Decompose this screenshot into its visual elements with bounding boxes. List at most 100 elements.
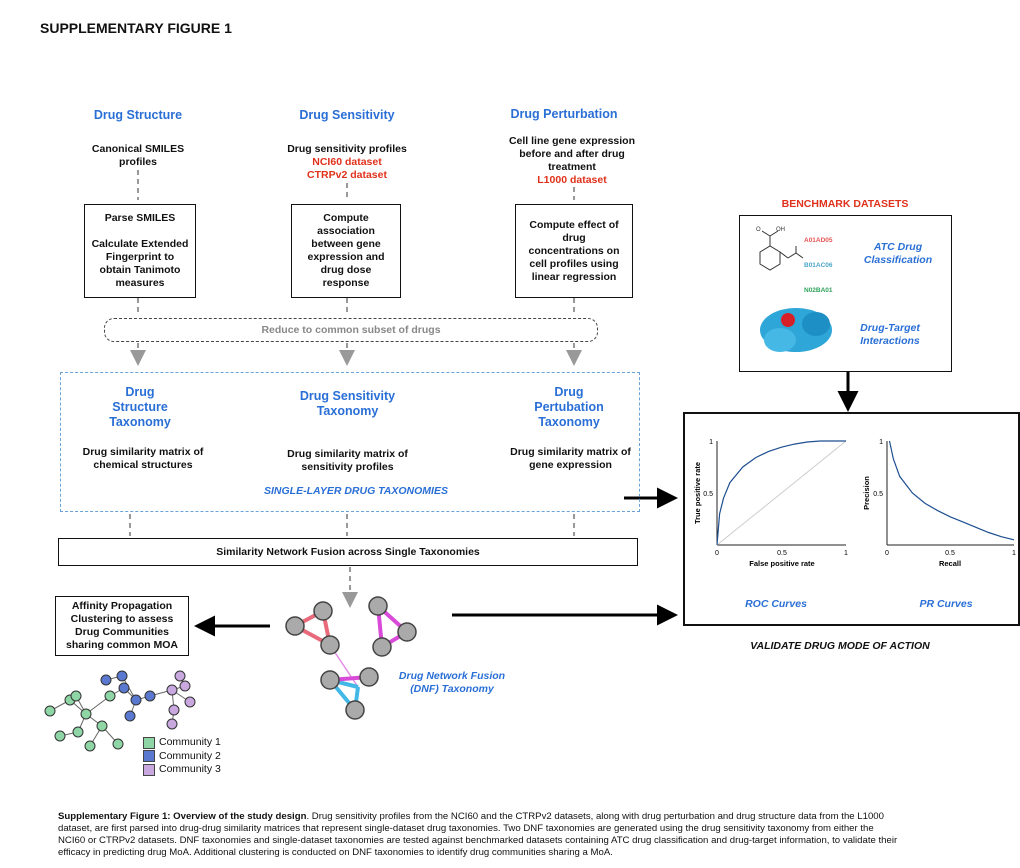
pr-chart: 1 0.5 0 0.5 1 Recall Precision PR Curves: [862, 439, 1016, 610]
taxonomy-title-line: Taxonomy: [316, 404, 379, 418]
taxonomy-desc-line: gene expression: [529, 459, 612, 471]
taxonomy-desc-line: Drug similarity matrix of: [510, 446, 631, 458]
network-node: [372, 637, 392, 657]
caption-line: efficacy in predicting drug MoA. Additio…: [58, 847, 613, 858]
source-line: profiles: [119, 156, 157, 168]
step-line: response: [322, 277, 370, 289]
taxonomy-title-line: Drug: [125, 385, 155, 399]
legend-item-community-3: Community 3: [143, 763, 221, 777]
protein-structure-image: [760, 308, 832, 352]
taxonomy-desc-perturbation: Drug similarity matrix of gene expressio…: [498, 446, 643, 472]
benchmark-box: O OH A01AD05 B01AC06 N02BA01 ATC Drug Cl…: [739, 215, 952, 372]
legend-swatch: [143, 763, 155, 776]
taxonomy-title-structure: Drug Structure Taxonomy: [90, 385, 190, 430]
validate-label: VALIDATE DRUG MODE OF ACTION: [750, 640, 930, 652]
dnf-label-line: (DNF) Taxonomy: [410, 683, 494, 695]
affinity-propagation-box: Affinity Propagation Clustering to asses…: [55, 596, 189, 656]
atc-code: N02BA01: [804, 287, 833, 294]
pr-y-tick: 1: [879, 439, 883, 446]
step-line: Fingerprint to: [105, 251, 175, 263]
taxonomy-desc-line: sensitivity profiles: [301, 461, 394, 473]
roc-y-tick: 0.5: [703, 491, 713, 498]
affinity-line: sharing common MOA: [65, 639, 178, 651]
step-line: Calculate Extended: [91, 238, 189, 250]
pr-x-label: Recall: [939, 559, 961, 568]
aspirin-molecule: O OH: [756, 227, 804, 271]
roc-x-tick: 1: [844, 550, 848, 557]
community-2-node: [144, 690, 156, 702]
atc-code: B01AC06: [804, 262, 833, 269]
validation-charts: 1 0.5 0 0.5 1 False positive rate True p…: [693, 439, 1016, 610]
caption-lead: Supplementary Figure 1: Overview of the …: [58, 811, 307, 822]
molecule-bond: [795, 252, 804, 259]
network-node: [345, 700, 365, 720]
dnf-label-line: Drug Network Fusion: [398, 670, 506, 682]
benchmark-title: BENCHMARK DATASETS: [781, 198, 909, 210]
taxonomy-title-perturbation: Drug Pertubation Taxonomy: [514, 385, 624, 430]
community-2-node: [118, 682, 130, 694]
source-perturbation: Cell line gene expression before and aft…: [492, 135, 652, 187]
figure-title: SUPPLEMENTARY FIGURE 1: [40, 20, 232, 36]
pr-y-label: Precision: [862, 476, 871, 510]
legend-item-community-2: Community 2: [143, 750, 221, 764]
taxonomy-desc-line: chemical structures: [93, 459, 193, 471]
step-line: Compute effect of: [529, 218, 619, 231]
network-node: [285, 616, 305, 636]
dataset-ctrpv2: CTRPv2 dataset: [307, 169, 387, 181]
taxonomy-title-line: Drug Sensitivity: [299, 389, 396, 403]
network-node: [368, 596, 388, 616]
drug-ligand: [781, 313, 795, 327]
network-node: [320, 635, 340, 655]
legend-label: Community 2: [159, 749, 221, 762]
source-structure: Canonical SMILES profiles: [68, 143, 208, 169]
community-network-graph: [44, 670, 196, 752]
community-3-node: [168, 704, 180, 716]
pr-x-tick: 1: [1012, 550, 1016, 557]
molecule-bond: [769, 230, 779, 237]
legend-label: Community 1: [159, 736, 221, 748]
dataset-l1000: L1000 dataset: [537, 174, 607, 186]
step-line: Parse SMILES: [104, 212, 176, 224]
taxonomy-desc-sensitivity: Drug similarity matrix of sensitivity pr…: [275, 448, 420, 474]
atc-classification-label: ATC Drug Classification: [858, 241, 938, 267]
community-1-node: [112, 738, 124, 750]
atc-code: A01AD05: [804, 237, 833, 244]
dataset-nci60: NCI60 dataset: [312, 156, 382, 168]
caption-line: dataset, are first parsed into drug-drug…: [58, 823, 874, 834]
taxonomy-title-line: Drug: [554, 385, 584, 399]
molecule-bond: [779, 251, 789, 259]
atc-label-line: Classification: [863, 254, 933, 266]
step-line: drug dose: [320, 264, 372, 276]
network-edge: [375, 601, 411, 651]
community-legend: Community 1 Community 2 Community 3: [143, 736, 221, 777]
source-line: Cell line gene expression: [508, 135, 636, 147]
step-line: association: [317, 225, 375, 237]
community-3-node: [166, 718, 178, 730]
taxonomy-title-line: Taxonomy: [109, 415, 171, 429]
molecule-atom-label: OH: [776, 227, 785, 233]
community-1-node: [70, 690, 82, 702]
step-box-sensitivity: Compute association between gene express…: [291, 204, 401, 298]
roc-y-tick: 1: [709, 439, 713, 446]
caption-line: NCI60 or CTRPv2 datasets. DNF taxonomies…: [58, 835, 898, 846]
roc-title: ROC Curves: [745, 598, 807, 610]
source-sensitivity: Drug sensitivity profiles NCI60 dataset …: [272, 143, 422, 182]
taxonomy-title-line: Taxonomy: [538, 415, 600, 429]
community-2-node: [124, 710, 136, 722]
community-1-node: [104, 690, 116, 702]
network-node: [313, 601, 333, 621]
legend-swatch: [143, 750, 155, 763]
network-node: [397, 622, 417, 642]
community-2-node: [116, 670, 128, 682]
community-1-node: [72, 726, 84, 738]
roc-curve-line: [716, 440, 846, 546]
community-3-node: [174, 670, 186, 682]
community-1-node: [96, 720, 108, 732]
step-line: linear regression: [531, 270, 617, 283]
network-node: [320, 670, 340, 690]
dnf-label: Drug Network Fusion (DNF) Taxonomy: [392, 670, 512, 696]
step-line: cell profiles using: [529, 257, 619, 270]
legend-item-community-1: Community 1: [143, 736, 221, 750]
step-line: between gene: [311, 238, 381, 250]
